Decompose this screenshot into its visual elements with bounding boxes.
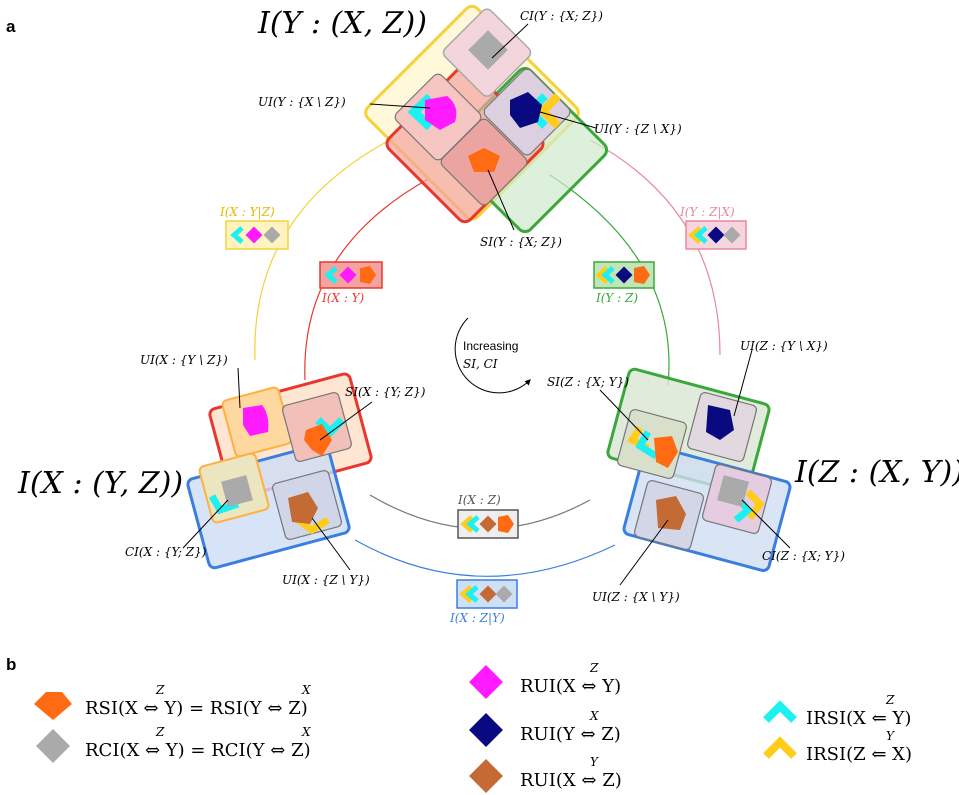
right-si-orange	[654, 436, 678, 468]
panel-b-label: b	[6, 655, 16, 674]
svg-text:I(Y : Z): I(Y : Z)	[595, 291, 638, 305]
svg-text:Y: Y	[590, 755, 599, 769]
svg-text:X: X	[301, 725, 311, 739]
right-ci-gray	[717, 475, 749, 507]
svg-text:Increasing: Increasing	[463, 339, 518, 353]
label-ui-z-x: UI(Z : {X \ Y})	[592, 590, 680, 604]
circular-arrow-icon	[454, 317, 531, 394]
box-ixz-given-y: I(X : Z|Y)	[449, 579, 518, 625]
right-uix-brown	[656, 496, 686, 530]
svg-text:SI, CI: SI, CI	[463, 357, 498, 371]
svg-text:X: X	[589, 709, 599, 723]
panel-a-label: a	[6, 17, 16, 36]
legend-irsi-z-icon	[763, 736, 797, 759]
label-ci-x: CI(X : {Y; Z})	[125, 545, 207, 559]
label-ci-y: CI(Y : {X; Z})	[520, 9, 603, 23]
svg-text:I(X : Z): I(X : Z)	[457, 493, 501, 507]
legend-rui-yz: RUI(Y ⇔ Z)	[520, 724, 621, 745]
legend-irsi-x-icon	[763, 700, 797, 723]
svg-text:Z: Z	[155, 725, 165, 739]
right-ci-yellow	[745, 489, 765, 521]
svg-text:I(X : Y|Z): I(X : Y|Z)	[219, 205, 275, 219]
title-left: I(X : (Y, Z))	[17, 466, 183, 501]
label-ci-z: CI(Z : {X; Y})	[762, 549, 845, 563]
legend-rui-xz-icon	[469, 759, 503, 793]
left-uiy-magenta	[243, 405, 269, 436]
legend-rui-xy: RUI(X ⇔ Y)	[520, 676, 621, 697]
svg-text:I(Y : Z|X): I(Y : Z|X)	[679, 205, 735, 219]
title-top: I(Y : (X, Z))	[257, 6, 427, 41]
legend-rui-xy-icon	[469, 665, 503, 699]
label-ui-y-z: UI(Y : {Z \ X})	[594, 122, 682, 136]
top-uiz-yellow	[537, 93, 561, 129]
center-increasing: Increasing SI, CI	[454, 317, 531, 394]
left-si-orange	[304, 424, 332, 456]
box-iyz-given-x: I(Y : Z|X)	[679, 205, 747, 250]
top-uiz-navy	[510, 92, 542, 128]
label-si-z: SI(Z : {X; Y})	[547, 375, 629, 389]
legend-rui-yz-icon	[469, 713, 503, 747]
right-cluster	[606, 367, 792, 572]
top-cluster	[364, 4, 609, 234]
leader-lines	[182, 23, 791, 586]
title-right: I(Z : (X, Y))	[794, 455, 959, 490]
box-ixy: I(X : Y)	[319, 261, 383, 305]
label-si-x: SI(X : {Y; Z})	[345, 385, 426, 399]
top-uix-cyan	[407, 93, 434, 131]
svg-text:Z: Z	[155, 683, 165, 697]
left-cluster	[186, 372, 373, 570]
label-ui-x-z: UI(X : {Z \ Y})	[282, 573, 370, 587]
legend-rsi-icon	[34, 692, 72, 720]
label-ui-z-y: UI(Z : {Y \ X})	[740, 339, 828, 353]
top-si-orange	[468, 148, 500, 172]
left-uiz-brown	[288, 492, 318, 524]
legend: RSI(X ⇔ Y) = RSI(Y ⇔ Z) Z X RCI(X ⇔ Y) =…	[34, 661, 912, 793]
label-ui-x-y: UI(X : {Y \ Z})	[140, 353, 228, 367]
legend-rsi: RSI(X ⇔ Y) = RSI(Y ⇔ Z)	[85, 698, 308, 719]
arc-blue	[354, 539, 616, 577]
legend-irsi-x: IRSI(X ⇐ Y)	[806, 708, 911, 729]
left-uiz-yellow	[295, 517, 330, 535]
right-uiy-navy	[706, 405, 734, 440]
box-ixz: I(X : Z)	[457, 493, 519, 539]
svg-text:Z: Z	[885, 693, 895, 707]
legend-rui-xz: RUI(X ⇔ Z)	[520, 770, 622, 791]
legend-irsi-z: IRSI(Z ⇐ X)	[806, 744, 912, 765]
svg-text:I(X : Z|Y): I(X : Z|Y)	[449, 611, 505, 625]
svg-text:Z: Z	[589, 661, 599, 675]
top-uix-magenta	[425, 96, 457, 130]
label-ui-y-x: UI(Y : {X \ Z})	[258, 95, 346, 109]
box-iyz: I(Y : Z)	[593, 261, 655, 305]
legend-rci-icon	[36, 729, 70, 763]
legend-rci: RCI(X ⇔ Y) = RCI(Y ⇔ Z)	[85, 740, 311, 761]
svg-text:I(X : Y): I(X : Y)	[321, 291, 365, 305]
label-si-y: SI(Y : {X; Z})	[480, 235, 562, 249]
arc-yellow	[254, 139, 391, 361]
left-ci-cyan	[208, 494, 240, 515]
box-ixy-given-z: I(X : Y|Z)	[219, 205, 289, 250]
svg-text:Y: Y	[886, 729, 895, 743]
left-ci-gray	[221, 475, 253, 507]
svg-text:X: X	[301, 683, 311, 697]
